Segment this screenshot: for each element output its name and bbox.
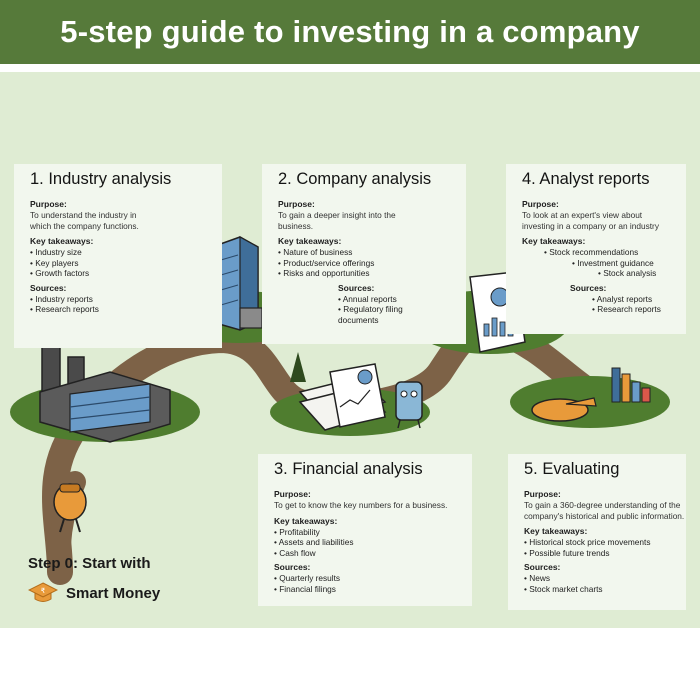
takeaway-item: Possible future trends <box>524 548 676 559</box>
step-heading: 3. Financial analysis <box>274 460 423 478</box>
takeaway-item: Growth factors <box>30 268 212 279</box>
source-item: Research reports <box>30 304 212 315</box>
takeaways-label: Key takeaways: <box>30 236 94 246</box>
takeaways-list: Nature of business Product/service offer… <box>278 247 456 279</box>
purpose-text: To look at an expert's view about invest… <box>522 210 659 231</box>
takeaway-item: Nature of business <box>278 247 456 258</box>
takeaway-item: Industry size <box>30 247 212 258</box>
step-zero: Step 0: Start with <box>28 555 151 572</box>
factory-icon <box>39 346 171 443</box>
takeaways-label: Key takeaways: <box>278 236 342 246</box>
sources-list: News Stock market charts <box>524 573 676 594</box>
sources-label: Sources: <box>338 282 375 293</box>
takeaway-item: Product/service offerings <box>278 258 456 269</box>
mascot-icon <box>395 381 423 429</box>
takeaway-item: Stock recommendations <box>544 247 676 258</box>
graduation-cap-rupee-icon: ₹ <box>28 582 58 602</box>
brand-name: Smart Money <box>66 584 161 602</box>
step-heading: 4. Analyst reports <box>522 170 650 188</box>
sources-label: Sources: <box>570 282 607 293</box>
source-item: Financial filings <box>274 584 462 595</box>
purpose-text: To get to know the key numbers for a bus… <box>274 500 448 510</box>
sources-list: Annual reports Regulatory filing documen… <box>338 294 456 326</box>
takeaway-item: Risks and opportunities <box>278 268 456 279</box>
source-item: News <box>524 573 676 584</box>
sources-list: Quarterly results Financial filings <box>274 573 462 594</box>
sources-block: Sources: Analyst reports Research report… <box>570 283 676 315</box>
takeaways-label: Key takeaways: <box>524 526 588 536</box>
takeaway-item: Stock analysis <box>598 268 676 279</box>
step-card-industry-analysis: 1. Industry analysis Purpose: To underst… <box>14 164 222 348</box>
financial-papers-icon <box>298 363 387 431</box>
sources-list: Industry reports Research reports <box>30 294 212 315</box>
page-title: 5-step guide to investing in a company <box>60 14 640 49</box>
takeaways-list: Industry size Key players Growth factors <box>30 247 212 279</box>
svg-text:₹: ₹ <box>41 587 46 595</box>
source-item: Quarterly results <box>274 573 462 584</box>
purpose-label: Purpose: <box>522 199 559 209</box>
bar-chart-icon <box>611 367 651 403</box>
takeaways-label: Key takeaways: <box>274 515 338 526</box>
step-heading: 5. Evaluating <box>524 460 620 478</box>
purpose-label: Purpose: <box>274 489 311 499</box>
sources-label: Sources: <box>30 282 67 293</box>
purpose-text: To understand the industry in which the … <box>30 210 139 231</box>
takeaway-item: Key players <box>30 258 212 269</box>
step-zero-label: Step 0: Start with <box>28 555 151 572</box>
takeaway-item: Cash flow <box>274 548 462 559</box>
brand-logo: ₹ Smart Money <box>28 580 160 606</box>
purpose-label: Purpose: <box>524 489 561 499</box>
source-item: Stock market charts <box>524 584 676 595</box>
title-banner: 5-step guide to investing in a company <box>0 0 700 64</box>
sources-block: Sources: Annual reports Regulatory filin… <box>338 283 456 326</box>
source-item: Industry reports <box>30 294 212 305</box>
takeaway-item: Profitability <box>274 527 462 538</box>
purpose-text: To gain a deeper insight into the busine… <box>278 210 396 231</box>
takeaways-list: Stock recommendations Investment guidanc… <box>522 247 676 279</box>
pie-chart-icon <box>531 397 597 422</box>
source-item: Annual reports <box>338 294 456 305</box>
purpose-text: To gain a 360-degree understanding of th… <box>524 500 685 521</box>
step-card-financial-analysis: 3. Financial analysis Purpose: To get to… <box>258 454 472 606</box>
hiker-icon <box>53 483 87 533</box>
purpose-label: Purpose: <box>278 199 315 209</box>
takeaways-list: Profitability Assets and liabilities Cas… <box>274 527 462 559</box>
source-item: Analyst reports <box>592 294 676 305</box>
source-item: Research reports <box>592 304 676 315</box>
step-card-company-analysis: 2. Company analysis Purpose: To gain a d… <box>262 164 466 344</box>
sources-label: Sources: <box>274 562 311 572</box>
takeaways-list: Historical stock price movements Possibl… <box>524 537 676 558</box>
takeaway-item: Assets and liabilities <box>274 537 462 548</box>
step-heading: 2. Company analysis <box>278 170 432 188</box>
step-card-evaluating: 5. Evaluating Purpose: To gain a 360-deg… <box>508 454 686 610</box>
takeaways-label: Key takeaways: <box>522 236 586 246</box>
takeaway-item: Historical stock price movements <box>524 537 676 548</box>
step-heading: 1. Industry analysis <box>30 170 172 188</box>
guide-panel: 1. Industry analysis Purpose: To underst… <box>0 72 700 628</box>
sources-list: Analyst reports Research reports <box>570 294 676 315</box>
purpose-label: Purpose: <box>30 199 67 209</box>
takeaway-item: Investment guidance <box>572 258 676 269</box>
source-item: Regulatory filing documents <box>338 304 418 325</box>
sources-label: Sources: <box>524 562 561 572</box>
step-card-analyst-reports: 4. Analyst reports Purpose: To look at a… <box>506 164 686 334</box>
